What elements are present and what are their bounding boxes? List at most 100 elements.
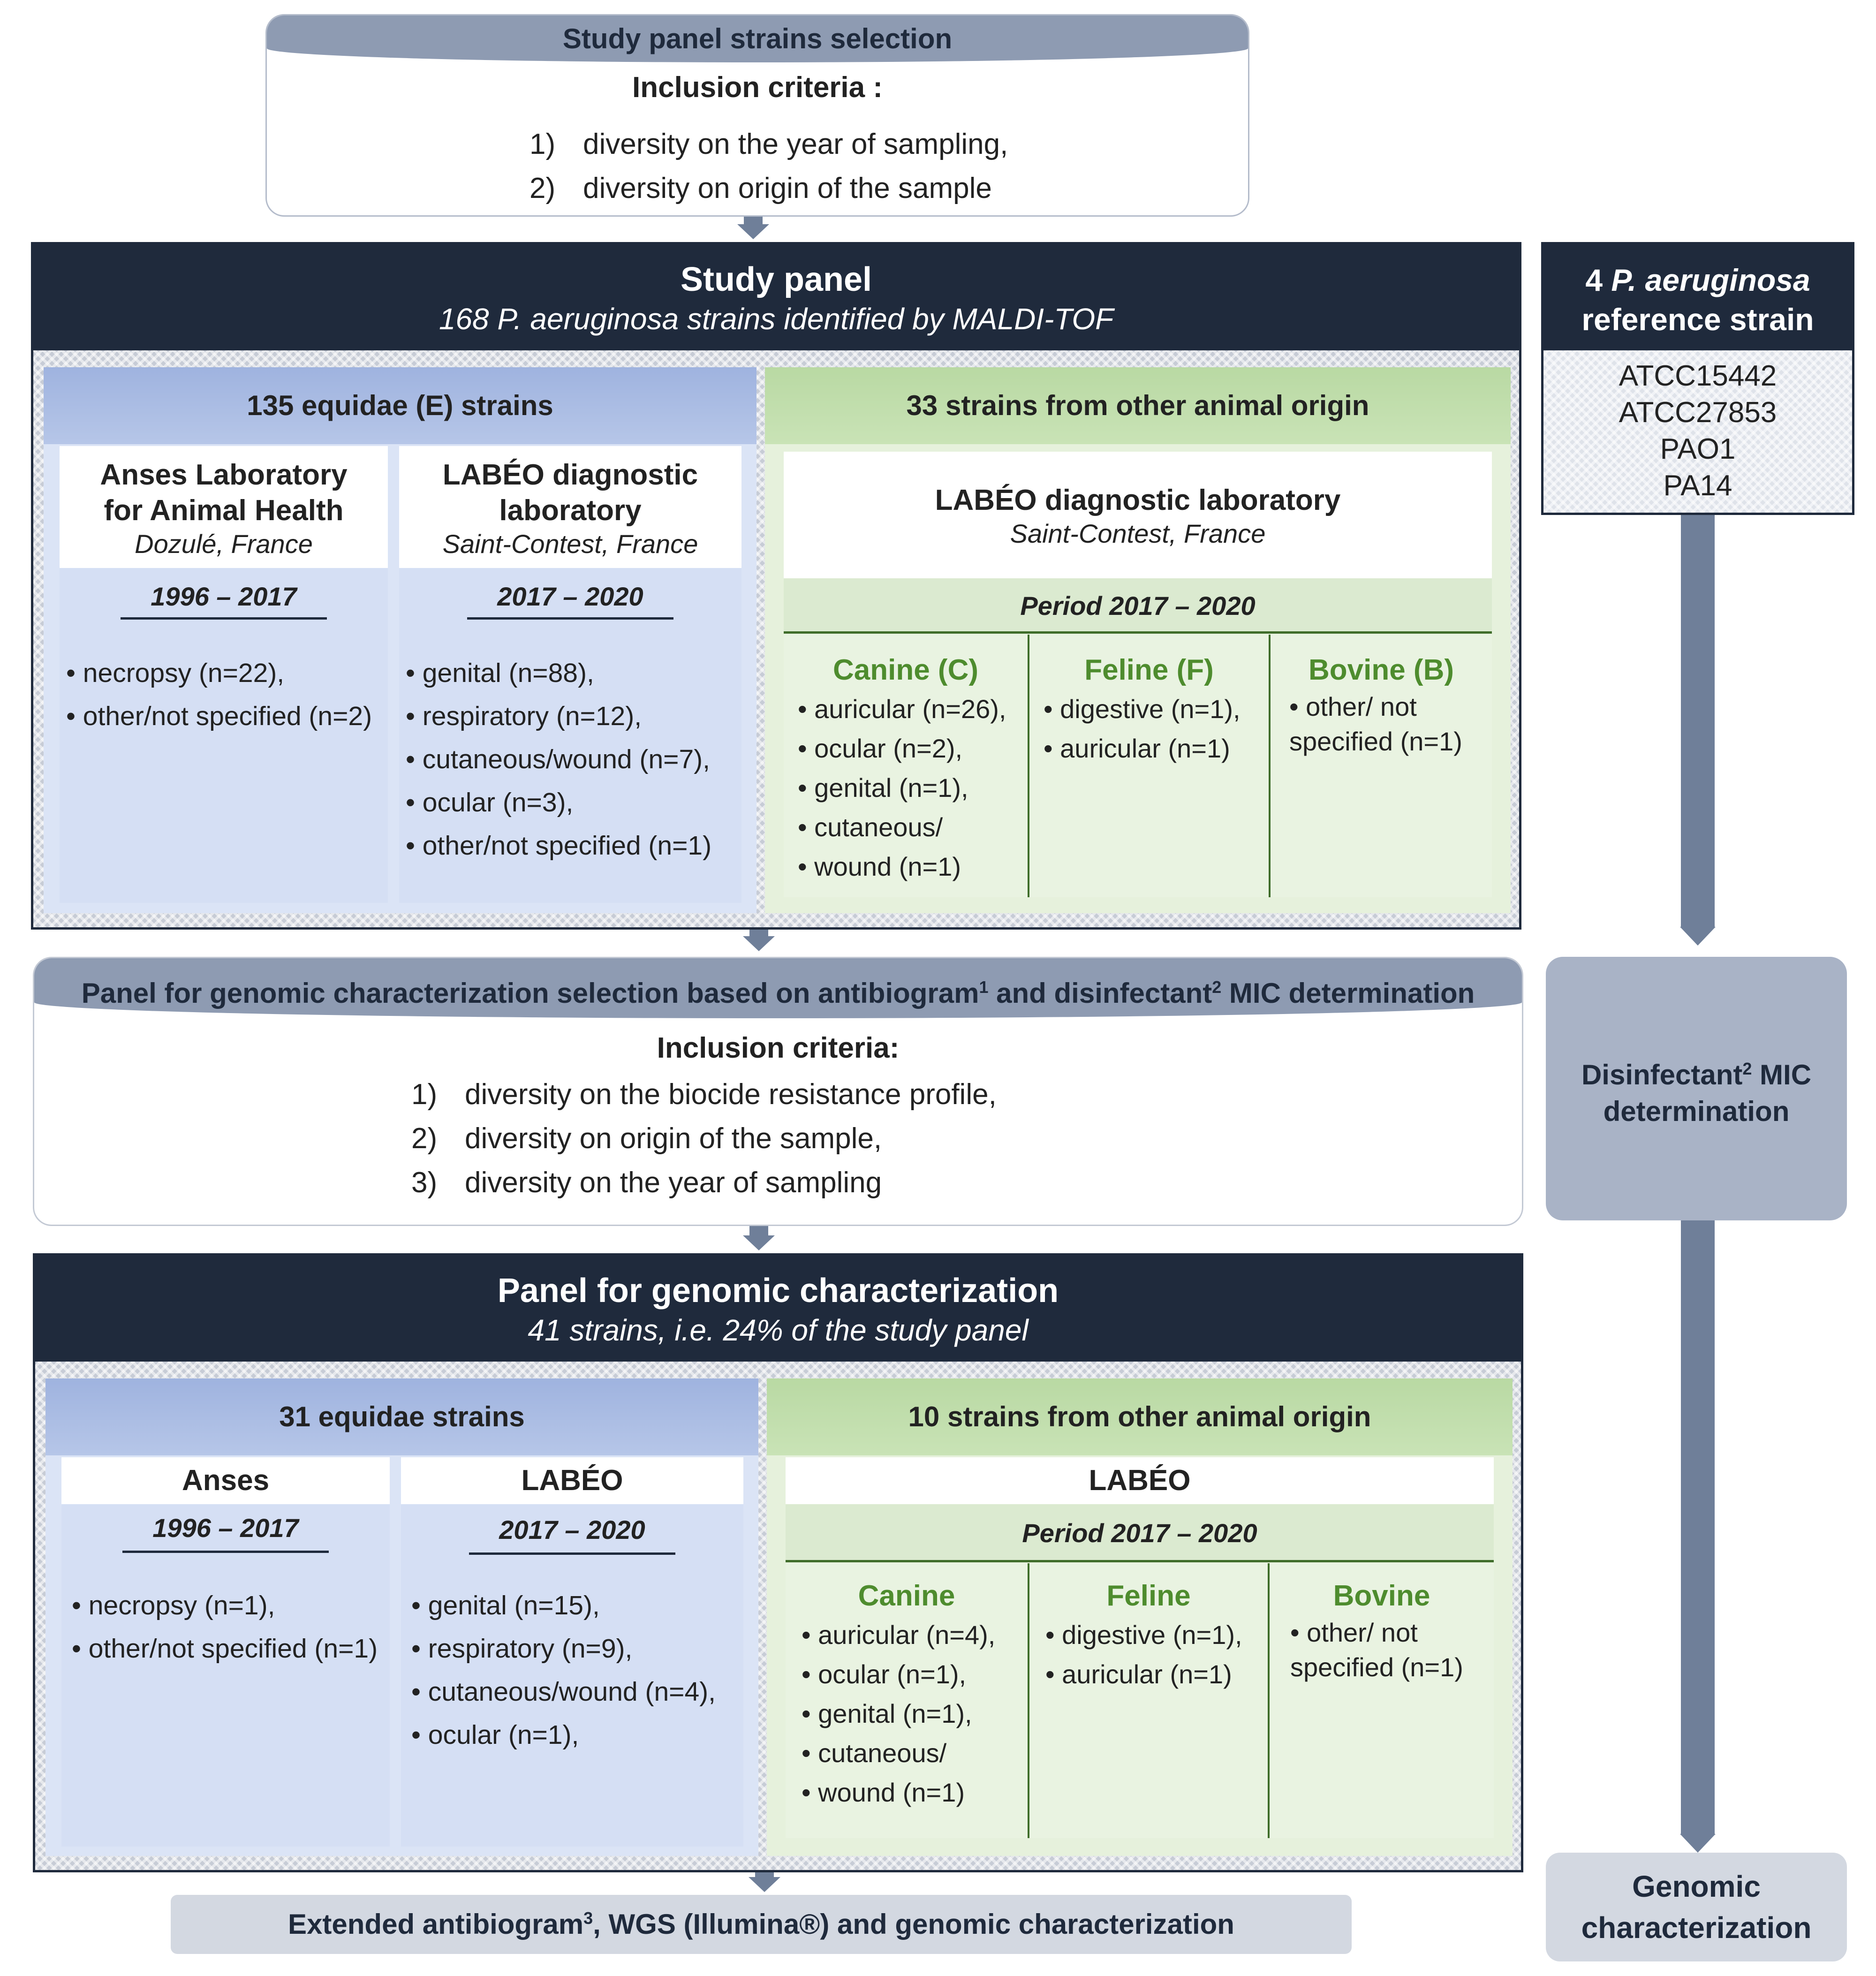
other-period: Period 2017 – 2020 [784, 578, 1492, 634]
selection-criterion: 1)diversity on the year of sampling, [530, 128, 1008, 160]
connector-arrow [737, 224, 769, 239]
genomic-anses-period: 1996 – 2017 [152, 1513, 299, 1543]
bovine-list: • other/ not specified (n=1) [1289, 689, 1492, 759]
list-item: • digestive (n=1), [1044, 694, 1241, 724]
list-item: • ocular (n=3), [406, 787, 574, 818]
list-item: • genital (n=15), [411, 1590, 600, 1620]
study-panel-subtitle: 168 P. aeruginosa strains identified by … [439, 302, 1114, 336]
reference-strain-list: ATCC15442 ATCC27853 PAO1 PA14 [1543, 350, 1852, 513]
connector-stub [744, 217, 763, 225]
anses-origin-list: • necropsy (n=22), • other/not specified… [66, 651, 388, 738]
anses-lab-header: Anses Laboratory for Animal Health Dozul… [60, 446, 388, 568]
genomic-criterion: 2)diversity on origin of the sample, [411, 1122, 882, 1155]
list-item: • wound (n=1) [798, 852, 961, 881]
final-step-box: Extended antibiogram3, WGS (Illumina®) a… [171, 1895, 1352, 1954]
list-item: • respiratory (n=12), [406, 701, 642, 731]
period-underline [467, 617, 673, 620]
other-animal-group: 33 strains from other animal origin LABÉ… [765, 367, 1511, 913]
connector-stub [755, 1872, 774, 1878]
list-item: • other/ not [1290, 1618, 1418, 1647]
study-panel-header: Study panel 168 P. aeruginosa strains id… [33, 244, 1519, 350]
labeo-other-header: LABÉO diagnostic laboratory Saint-Contes… [784, 452, 1492, 578]
genomic-criterion: 3)diversity on the year of sampling [411, 1166, 882, 1199]
list-item: ATCC27853 [1619, 396, 1777, 429]
reference-strain-box: 4 P. aeruginosa reference strain ATCC154… [1541, 242, 1854, 515]
labeo-origin-list: • genital (n=88), • respiratory (n=12), … [406, 651, 741, 867]
genomic-other-lab: LABÉO [786, 1457, 1494, 1504]
list-item: • digestive (n=1), [1045, 1620, 1242, 1650]
list-item: specified (n=1) [1289, 727, 1462, 756]
genomic-labeo-header: LABÉO [401, 1457, 743, 1504]
selection-box: Study panel strains selection Inclusion … [265, 14, 1249, 217]
genomic-selection-header: Panel for genomic characterization selec… [34, 958, 1522, 1018]
selection-criterion: 2)diversity on origin of the sample [530, 172, 992, 204]
disinfectant-connector-arrow [1680, 1834, 1716, 1853]
connector-stub [749, 1226, 768, 1236]
list-item: • respiratory (n=9), [411, 1634, 633, 1664]
list-item: • wound (n=1) [802, 1778, 965, 1807]
selection-criteria-title: Inclusion criteria : [632, 71, 883, 104]
genomic-panel: Panel for genomic characterization 41 st… [33, 1253, 1523, 1872]
genomic-equidae-title: 31 equidae strains [45, 1378, 758, 1455]
list-item: specified (n=1) [1290, 1652, 1463, 1682]
equidae-group: 135 equidae (E) strains Anses Laboratory… [44, 367, 756, 913]
genomic-feline-list: • digestive (n=1), • auricular (n=1) [1045, 1615, 1268, 1694]
equidae-group-title: 135 equidae (E) strains [44, 367, 756, 444]
selection-criteria-list: 1)diversity on the year of sampling, 2)d… [530, 122, 1008, 211]
anses-period: 1996 – 2017 [151, 582, 297, 611]
list-item: • other/not specified (n=2) [66, 701, 372, 731]
genomic-panel-title: Panel for genomic characterization [497, 1272, 1059, 1310]
disinfectant-mic-box: Disinfectant2 MIC determination [1546, 957, 1847, 1220]
list-item: • necropsy (n=1), [72, 1590, 275, 1620]
genomic-criteria-title: Inclusion criteria: [657, 1032, 900, 1064]
genomic-bovine-list: • other/ not specified (n=1) [1290, 1615, 1494, 1685]
genomic-anses-header: Anses [61, 1457, 390, 1504]
genomic-other-group: 10 strains from other animal origin LABÉ… [767, 1378, 1513, 1856]
genomic-panel-header: Panel for genomic characterization 41 st… [35, 1256, 1521, 1362]
list-item: • auricular (n=1) [1045, 1659, 1232, 1689]
list-item: • genital (n=1), [798, 773, 968, 803]
bovine-column: Bovine (B) • other/ not specified (n=1) [1271, 635, 1492, 897]
connector-arrow [743, 1235, 775, 1250]
list-item: • ocular (n=1), [802, 1659, 967, 1689]
genomic-anses-lab: Anses 1996 – 2017 • necropsy (n=1), • ot… [61, 1457, 390, 1847]
canine-column: Canine (C) • auricular (n=26), • ocular … [784, 635, 1029, 897]
list-item: • ocular (n=2), [798, 734, 963, 763]
canine-list: • auricular (n=26), • ocular (n=2), • ge… [798, 689, 1028, 886]
genomic-criteria-list: 1)diversity on the biocide resistance pr… [411, 1073, 997, 1205]
selection-header: Study panel strains selection [267, 15, 1248, 62]
reference-connector [1681, 515, 1715, 928]
genomic-feline-column: Feline • digestive (n=1), • auricular (n… [1029, 1563, 1270, 1838]
list-item: • auricular (n=1) [1044, 734, 1230, 763]
period-underline [469, 1552, 675, 1555]
genomic-anses-list: • necropsy (n=1), • other/not specified … [72, 1584, 390, 1670]
list-item: PA14 [1663, 469, 1732, 502]
genomic-other-title: 10 strains from other animal origin [767, 1378, 1513, 1455]
genomic-criterion: 1)diversity on the biocide resistance pr… [411, 1078, 997, 1111]
list-item: • genital (n=88), [406, 658, 594, 688]
list-item: • genital (n=1), [802, 1699, 972, 1728]
labeo-lab-header: LABÉO diagnostic laboratory Saint-Contes… [399, 446, 741, 568]
connector-arrow [749, 1877, 780, 1892]
genomic-selection-box: Panel for genomic characterization selec… [33, 957, 1523, 1226]
list-item: • auricular (n=26), [798, 694, 1006, 724]
list-item: • cutaneous/wound (n=4), [411, 1677, 716, 1707]
reference-connector-arrow [1680, 927, 1716, 946]
study-panel-title: Study panel [680, 261, 872, 298]
list-item: • other/not specified (n=1) [406, 831, 712, 861]
anses-lab: Anses Laboratory for Animal Health Dozul… [60, 446, 388, 903]
genomic-labeo-list: • genital (n=15), • respiratory (n=9), •… [411, 1584, 743, 1756]
connector-arrow [743, 936, 775, 951]
list-item: • cutaneous/wound (n=7), [406, 744, 710, 774]
list-item: • ocular (n=1), [411, 1720, 579, 1750]
list-item: • other/not specified (n=1) [72, 1634, 378, 1664]
labeo-period: 2017 – 2020 [497, 582, 643, 611]
list-item: • auricular (n=4), [802, 1620, 996, 1650]
period-underline [122, 1551, 329, 1553]
connector-stub [749, 930, 768, 937]
genomic-labeo-lab: LABÉO 2017 – 2020 • genital (n=15), • re… [401, 1457, 743, 1847]
list-item: ATCC15442 [1619, 360, 1777, 392]
feline-list: • digestive (n=1), • auricular (n=1) [1044, 689, 1269, 768]
genomic-characterization-box: Genomic characterization [1546, 1853, 1847, 1961]
list-item: PAO1 [1660, 433, 1736, 465]
